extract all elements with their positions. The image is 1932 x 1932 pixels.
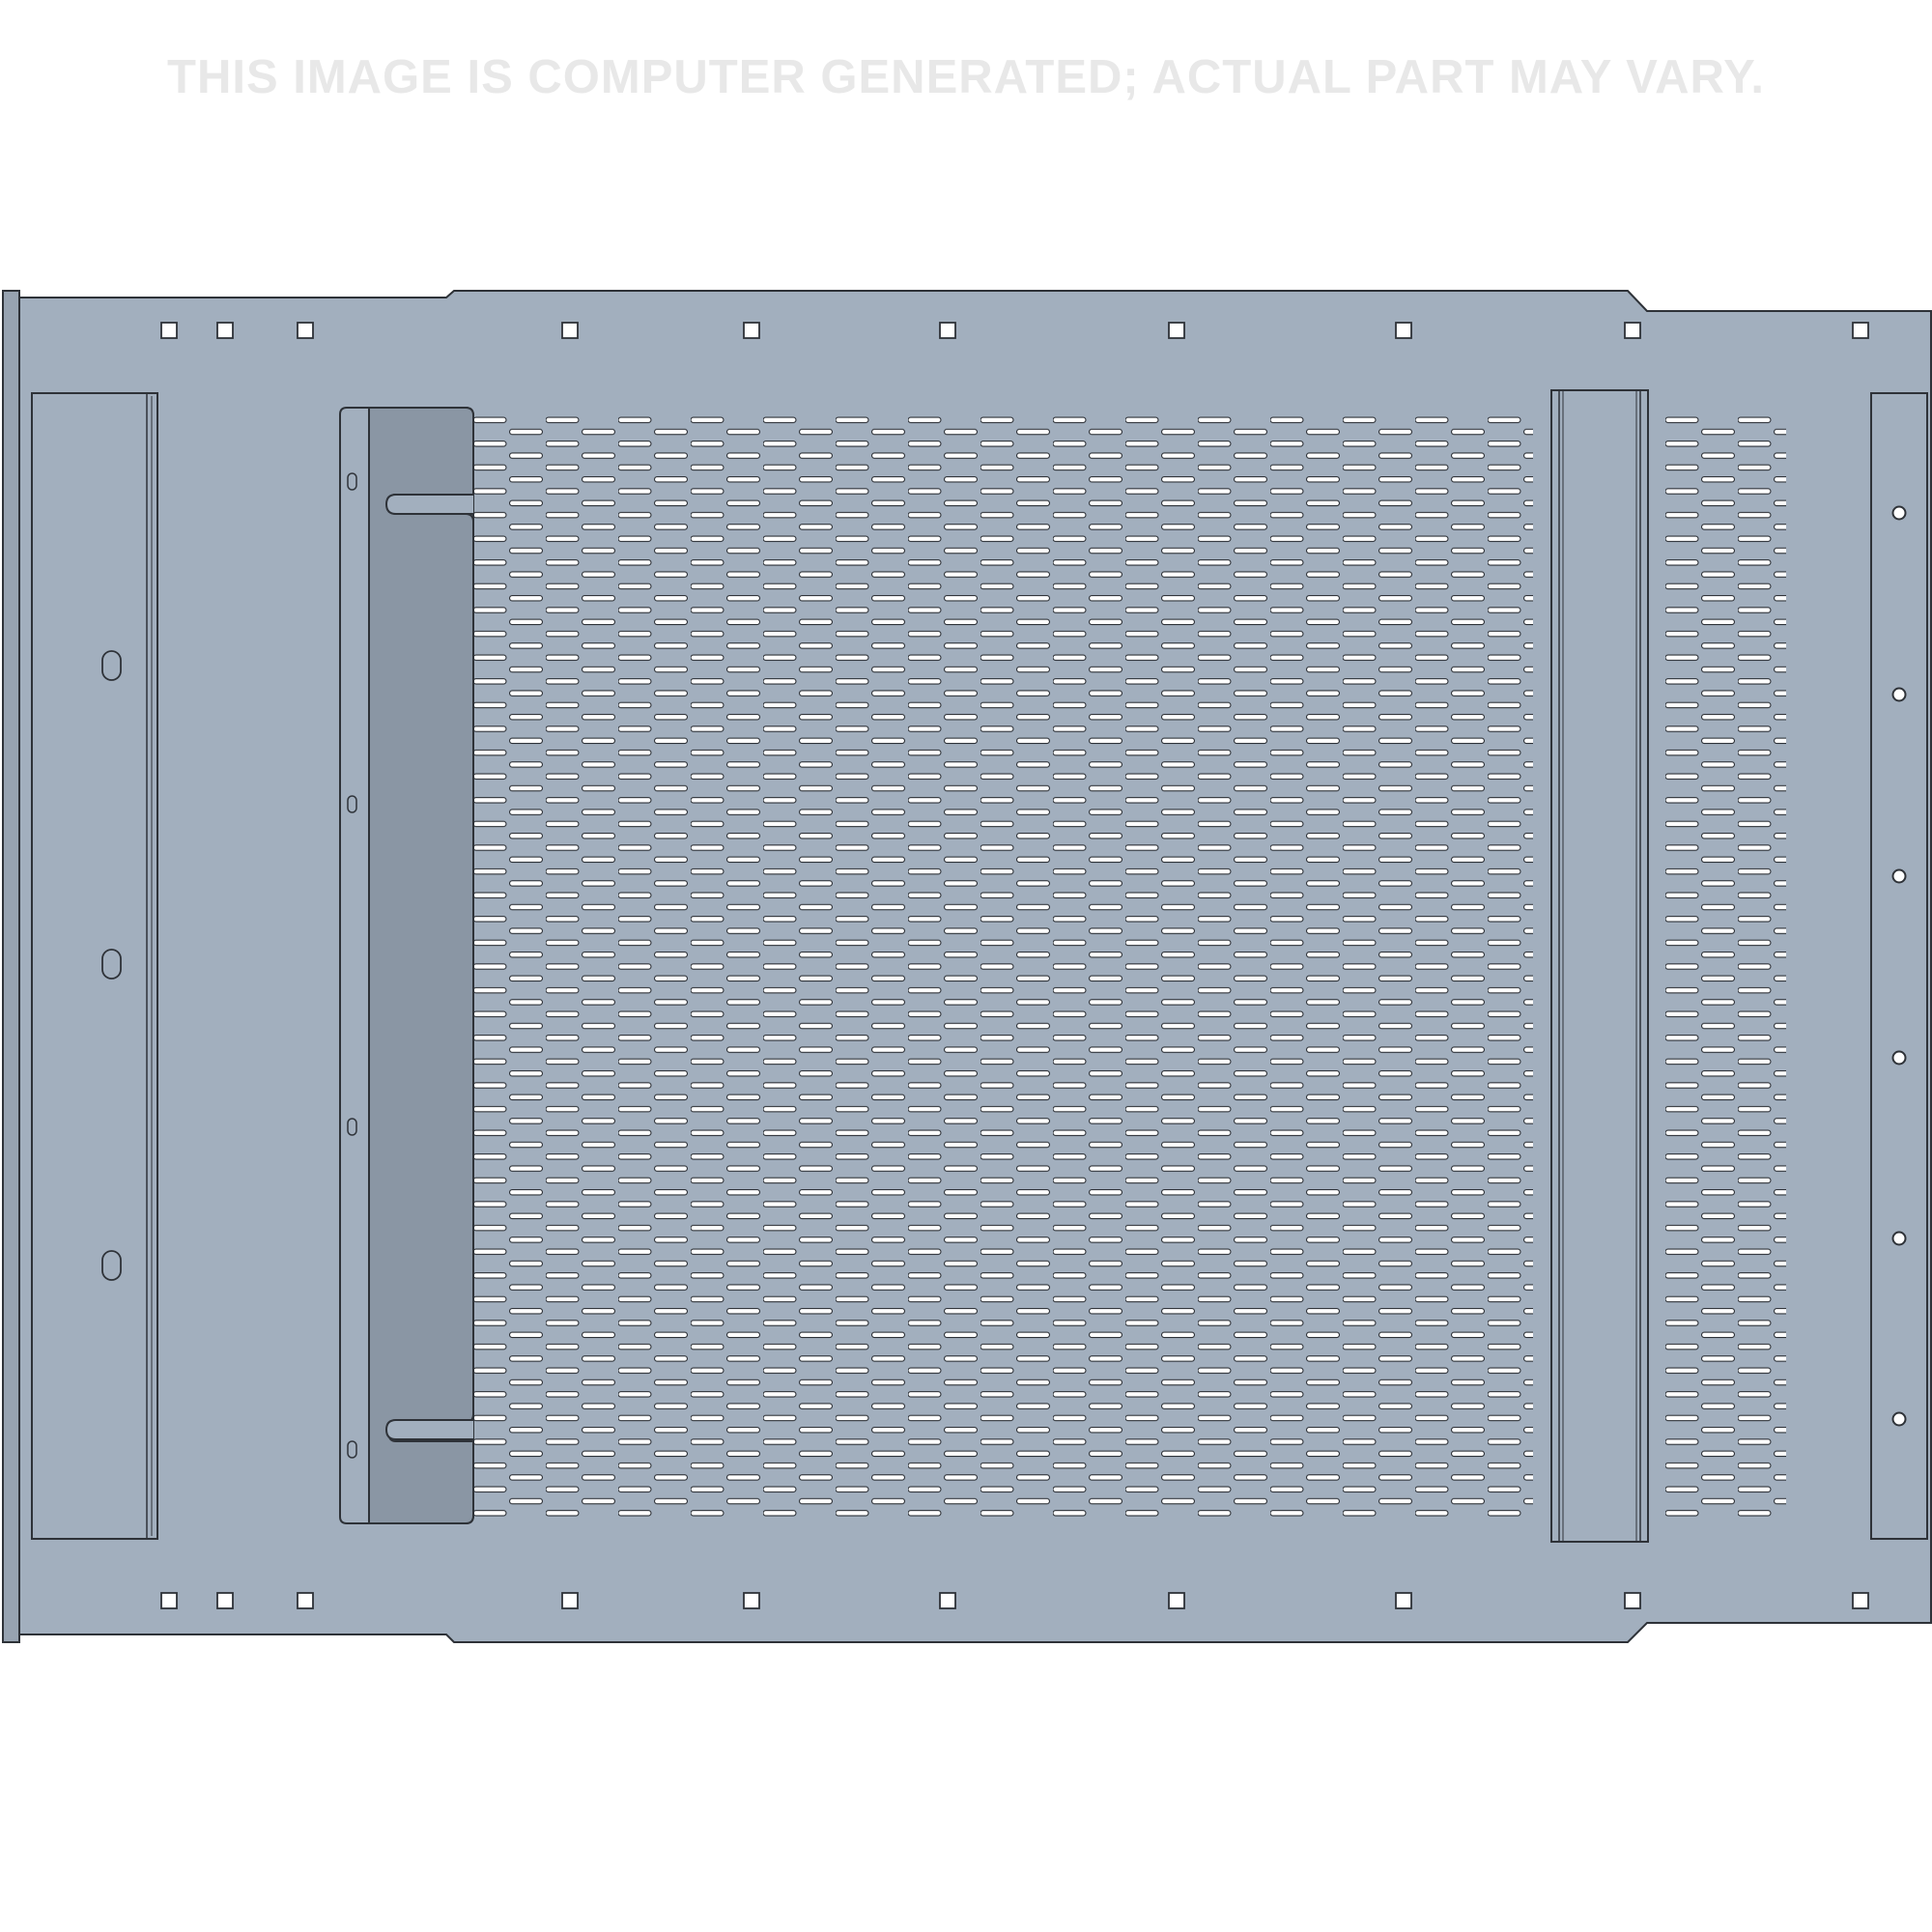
mounting-hole-icon <box>1624 322 1641 339</box>
mounting-hole-icon <box>1395 322 1412 339</box>
main-perforated-area <box>473 416 1533 1520</box>
screw-hole-icon <box>1891 868 1907 884</box>
mounting-hole-icon <box>561 322 579 339</box>
mounting-hole-icon <box>939 1592 956 1609</box>
bracket-key-slot-bottom <box>384 1419 473 1440</box>
screw-hole-icon <box>1891 505 1907 521</box>
plate-hole-icon <box>347 795 357 813</box>
mounting-hole-icon <box>216 1592 234 1609</box>
mounting-hole-icon <box>160 322 178 339</box>
screw-hole-icon <box>1891 1231 1907 1246</box>
mounting-hole-icon <box>1168 1592 1185 1609</box>
mounting-hole-icon <box>1624 1592 1641 1609</box>
bottom-mounting-holes <box>160 1592 1869 1609</box>
mounting-hole-icon <box>939 322 956 339</box>
left-rail <box>31 392 158 1540</box>
mounting-hole-icon <box>561 1592 579 1609</box>
mounting-hole-icon <box>743 1592 760 1609</box>
side-perforated-area <box>1665 416 1786 1520</box>
screw-hole-icon <box>1891 1411 1907 1427</box>
plate-hole-icon <box>347 472 357 491</box>
oval-slot-icon <box>101 1250 122 1281</box>
screw-hole-icon <box>1891 687 1907 702</box>
mounting-hole-icon <box>216 322 234 339</box>
top-mounting-holes <box>160 322 1869 339</box>
mounting-hole-icon <box>297 322 314 339</box>
right-rail <box>1870 392 1928 1540</box>
mounting-hole-icon <box>1168 322 1185 339</box>
mounting-hole-icon <box>1852 322 1869 339</box>
center-right-rail <box>1550 389 1649 1543</box>
screw-hole-icon <box>1891 1050 1907 1065</box>
mounting-hole-icon <box>743 322 760 339</box>
oval-slot-icon <box>101 650 122 681</box>
mounting-hole-icon <box>1395 1592 1412 1609</box>
disclaimer-watermark: THIS IMAGE IS COMPUTER GENERATED; ACTUAL… <box>167 51 1765 103</box>
oval-slot-icon <box>101 949 122 980</box>
bracket-key-slot-top <box>384 494 473 515</box>
recessed-plate <box>368 407 474 1524</box>
mounting-hole-icon <box>297 1592 314 1609</box>
plate-hole-icon <box>347 1118 357 1136</box>
mounting-hole-icon <box>160 1592 178 1609</box>
mounting-hole-icon <box>1852 1592 1869 1609</box>
right-rail-screw-holes <box>1891 505 1907 1427</box>
plate-hole-icon <box>347 1440 357 1459</box>
left-flange-edge <box>2 290 20 1643</box>
